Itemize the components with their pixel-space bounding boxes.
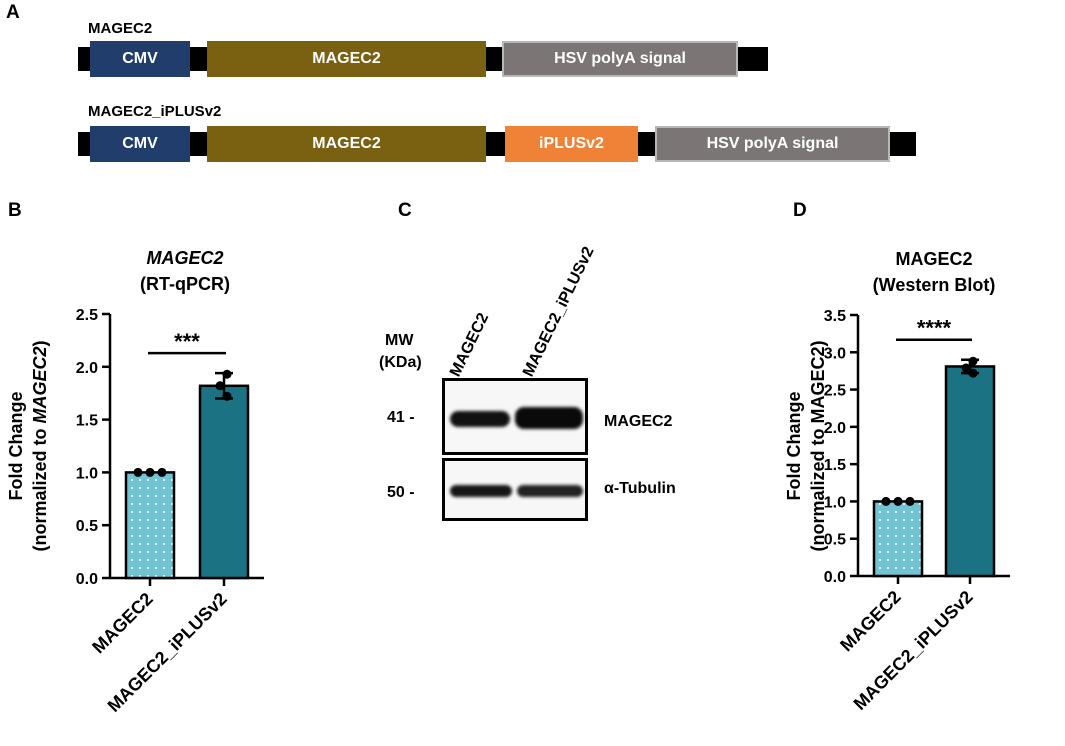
band-tubulin-lane1: [450, 485, 512, 497]
chart-d-point: [968, 356, 978, 366]
chart-b-point: [222, 391, 232, 401]
chart-d-point: [881, 496, 891, 506]
chart-d-xtick-label: MAGEC2_iPLUSv2: [850, 587, 977, 714]
panel-a-letter: A: [6, 2, 20, 23]
chart-b-ytick-label: 2.0: [76, 360, 98, 377]
chart-d-title-line2: (Western Blot): [873, 275, 996, 295]
chart-b-ylabel-line2: (normalized to MAGEC2): [30, 340, 50, 551]
mw-label: MW: [385, 332, 414, 349]
construct-1-cmv: CMV: [90, 41, 190, 77]
blot-magec2: [442, 378, 588, 455]
construct-1-hsv-polya: HSV polyA signal: [502, 41, 738, 77]
chart-d-ylabel-line2: (normalized to MAGEC2): [808, 340, 828, 551]
chart-b-point: [157, 467, 167, 477]
chart-b-point: [145, 467, 155, 477]
mw-50: 50 -: [387, 484, 415, 501]
chart-d-ylabel-line1: Fold Change: [784, 392, 804, 501]
chart-d-ytick-label: 1.5: [824, 457, 846, 474]
panel-b-letter: B: [8, 200, 22, 221]
chart-b-ylabel-line1: Fold Change: [6, 392, 26, 501]
band-magec2-lane2: [515, 407, 583, 429]
chart-d-bar: [944, 365, 996, 578]
chart-d-xtick-label: MAGEC2: [836, 587, 905, 656]
chart-d-point: [905, 496, 915, 506]
chart-d-ytick-label: 1.0: [824, 494, 846, 511]
kda-label: (KDa): [379, 354, 422, 371]
panel-d-letter: D: [793, 200, 807, 221]
chart-d-ytick-label: 2.5: [824, 383, 846, 400]
chart-b-ytick-label: 1.5: [76, 413, 98, 430]
chart-b-bar: [198, 384, 250, 580]
chart-b-bar: [124, 471, 176, 580]
chart-d-ytick-label: 0.0: [824, 569, 846, 586]
band-tubulin-lane2: [517, 485, 583, 497]
construct-1-label: MAGEC2: [88, 20, 153, 37]
chart-d-sig-stars: ****: [917, 316, 952, 341]
construct-2-magec2: MAGEC2: [207, 126, 486, 162]
band-magec2-lane1: [450, 411, 510, 427]
chart-b-ytick-label: 2.5: [76, 307, 98, 324]
construct-2-cmv: CMV: [90, 126, 190, 162]
chart-b-title-line1: MAGEC2: [146, 248, 223, 268]
chart-b-ytick-label: 1.0: [76, 465, 98, 482]
construct-2-iplusv2: iPLUSv2: [505, 126, 638, 162]
chart-b: MAGEC2 (RT-qPCR) Fold Change(normalized to…: [6, 248, 264, 716]
chart-b-xtick-label: MAGEC2: [88, 589, 157, 658]
chart-b-ytick-label: 0.0: [76, 571, 98, 588]
chart-d-bar: [872, 500, 924, 578]
panel-c-letter: C: [398, 200, 412, 221]
blot-tubulin: [442, 458, 588, 521]
chart-d-title-line1: MAGEC2: [895, 249, 972, 269]
chart-b-point: [133, 467, 143, 477]
chart-b-title-line2: (RT-qPCR): [140, 274, 230, 294]
protein-magec2: MAGEC2: [604, 413, 673, 430]
construct-2-label: MAGEC2_iPLUSv2: [88, 103, 222, 120]
chart-d-point: [961, 363, 971, 373]
protein-tubulin: α-Tubulin: [604, 480, 676, 497]
chart-d-ytick-label: 2.0: [824, 420, 846, 437]
lane-label-magec2: MAGEC2: [447, 310, 493, 380]
construct-2-hsv-polya: HSV polyA signal: [655, 126, 890, 162]
construct-1-magec2: MAGEC2: [207, 41, 486, 77]
mw-41: 41 -: [387, 409, 415, 426]
chart-d-ytick-label: 3.5: [824, 308, 846, 325]
chart-d-point: [968, 368, 978, 378]
chart-d-point: [893, 496, 903, 506]
chart-d-ytick-label: 0.5: [824, 532, 846, 549]
chart-b-ytick-label: 0.5: [76, 518, 98, 535]
chart-d-ytick-label: 3.0: [824, 345, 846, 362]
lane-label-magec2-iplusv2: MAGEC2_iPLUSv2: [520, 244, 598, 380]
chart-b-point: [222, 369, 232, 379]
chart-d: MAGEC2 (Western Blot) Fold Change(normaliz…: [784, 249, 1010, 714]
chart-b-sig-stars: ***: [174, 329, 200, 354]
chart-b-point: [215, 381, 225, 391]
